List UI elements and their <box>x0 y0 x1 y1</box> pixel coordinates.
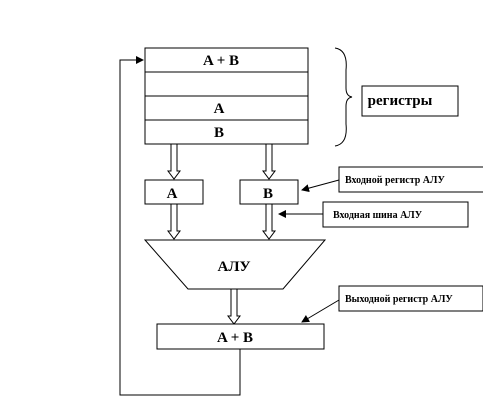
alu-input-register-b <box>239 179 299 205</box>
callout-output-register-text: Выходной регистр АЛУ <box>345 294 453 305</box>
alu-block <box>143 239 327 290</box>
alu-label: АЛУ <box>217 259 250 275</box>
register-row-2 <box>144 71 309 97</box>
register-row-3 <box>144 95 309 121</box>
alu-input-register-b-label: B <box>263 186 273 202</box>
registers-label: регистры <box>368 93 433 109</box>
registers-label-box <box>361 85 459 117</box>
callout-input-register-arrow <box>301 179 340 193</box>
register-file: A + B A B <box>144 47 309 145</box>
register-row-3-label: A <box>214 101 225 117</box>
registers-brace <box>334 47 353 147</box>
arrow-input-b-to-alu <box>262 203 276 240</box>
callout-input-bus-box <box>322 201 469 228</box>
callout-input-register-box <box>338 166 483 193</box>
arrow-register-a-down <box>167 143 181 180</box>
callout-output-register-arrow <box>301 299 340 323</box>
callout-input-bus-text: Входная шина АЛУ <box>333 210 423 221</box>
callout-input-register-text: Входной регистр АЛУ <box>345 175 445 186</box>
arrow-register-b-down <box>262 143 276 180</box>
register-row-4-label: B <box>214 125 224 141</box>
feedback-loop-line <box>119 56 241 396</box>
register-row-1-label: A + B <box>203 53 239 69</box>
output-register <box>156 323 325 350</box>
arrow-input-a-to-alu <box>167 203 181 240</box>
register-row-1 <box>144 47 309 73</box>
output-register-label: A + B <box>217 330 253 346</box>
arrow-alu-to-output <box>227 288 241 325</box>
callout-output-register-box <box>338 285 483 312</box>
register-row-4 <box>144 119 309 145</box>
alu-input-register-a-label: A <box>167 186 178 202</box>
